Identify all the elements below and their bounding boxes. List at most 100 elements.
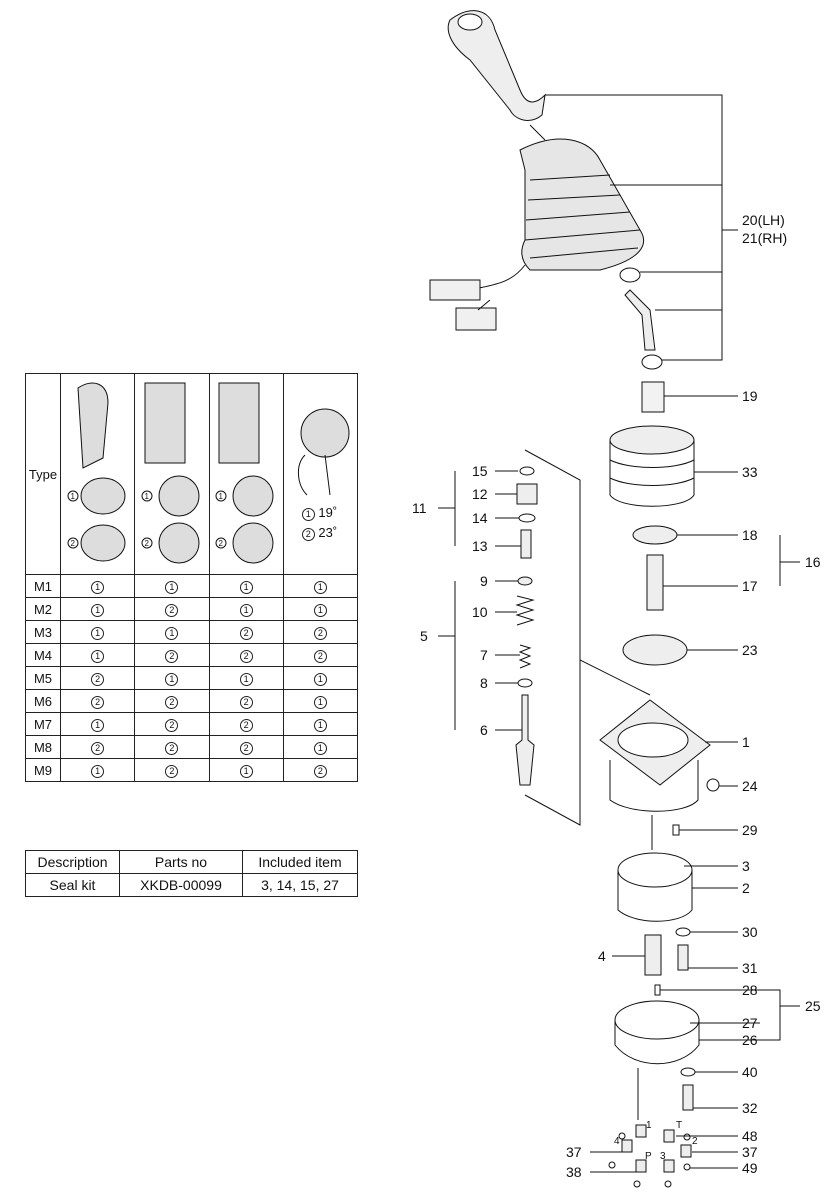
callout-40: 40 bbox=[742, 1064, 758, 1080]
callout-17: 17 bbox=[742, 578, 758, 594]
model-cell: M4 bbox=[25, 643, 61, 667]
callout-7: 7 bbox=[480, 647, 488, 663]
model-cell: M7 bbox=[25, 712, 61, 736]
angle-option-value-2: 23˚ bbox=[318, 525, 338, 540]
option-cell: 2 bbox=[134, 735, 210, 759]
callout-27: 27 bbox=[742, 1015, 758, 1031]
callout-21: 21(RH) bbox=[742, 230, 787, 246]
option-number: 2 bbox=[165, 742, 179, 755]
option-number: 2 bbox=[239, 742, 253, 755]
callout-4: 4 bbox=[598, 948, 606, 964]
option-number: 1 bbox=[313, 742, 327, 755]
callout-14: 14 bbox=[472, 510, 488, 526]
body-1-drawing bbox=[599, 699, 720, 812]
option-number: 1 bbox=[239, 673, 253, 686]
option-cell: 2 bbox=[282, 643, 359, 667]
callout-32: 32 bbox=[742, 1100, 758, 1116]
seal-header-included: Included item bbox=[242, 850, 358, 874]
connector-option-icon-1: 1 2 bbox=[141, 382, 200, 563]
port-label-p: P bbox=[645, 1151, 652, 1162]
bolt-32-drawing bbox=[682, 1084, 694, 1111]
bushing-4-drawing bbox=[644, 934, 662, 976]
port-label-4: 4 bbox=[614, 1136, 620, 1147]
type-connector-image-cell-1: 1 2 bbox=[134, 373, 210, 575]
option-cell: 2 bbox=[59, 689, 136, 713]
callout-25: 25 bbox=[805, 998, 821, 1014]
model-cell: M8 bbox=[25, 735, 61, 759]
option-cell: 1 bbox=[208, 597, 284, 621]
callout-labels: 20(LH) 21(RH) 19 33 18 16 17 23 1 24 29 … bbox=[412, 212, 821, 1180]
seal-cell-parts-no: XKDB-00099 bbox=[119, 873, 243, 897]
option-cell: 1 bbox=[59, 712, 136, 736]
callout-37-left: 37 bbox=[566, 1144, 582, 1160]
lower-nut-drawing bbox=[641, 354, 663, 370]
lever-angle-icon bbox=[298, 408, 350, 496]
disc-23-drawing bbox=[622, 634, 688, 666]
option-number: 2 bbox=[239, 719, 253, 732]
option-cell: 2 bbox=[282, 758, 359, 782]
seal-table-row: Seal kit XKDB-00099 3, 14, 15, 27 bbox=[25, 873, 358, 897]
option-cell: 1 bbox=[208, 574, 284, 598]
option-number: 2 bbox=[239, 696, 253, 709]
model-cell: M9 bbox=[25, 758, 61, 782]
seal-kit-table: Description Parts no Included item Seal … bbox=[25, 850, 358, 897]
option-cell: 1 bbox=[282, 735, 359, 759]
callout-30: 30 bbox=[742, 924, 758, 940]
spring-7-drawing bbox=[518, 644, 532, 669]
option-number: 1 bbox=[91, 627, 105, 640]
seal-table-header-row: Description Parts no Included item bbox=[25, 850, 358, 874]
option-cell: 2 bbox=[59, 735, 136, 759]
option-cell: 1 bbox=[134, 666, 210, 690]
callout-23: 23 bbox=[742, 642, 758, 658]
option-cell: 1 bbox=[59, 643, 136, 667]
bellows-33-drawing bbox=[609, 425, 695, 507]
svg-text:1: 1 bbox=[219, 492, 224, 501]
type-angle-cell: 1 19˚ 2 23˚ bbox=[282, 373, 359, 575]
callout-29: 29 bbox=[742, 822, 758, 838]
option-number: 1 bbox=[239, 604, 253, 617]
option-number: 1 bbox=[313, 696, 327, 709]
plate-18-drawing bbox=[632, 525, 678, 545]
option-number: 2 bbox=[165, 765, 179, 778]
option-cell: 2 bbox=[134, 597, 210, 621]
option-number: 1 bbox=[91, 719, 105, 732]
plug-12-drawing bbox=[516, 483, 538, 505]
option-number: 2 bbox=[165, 650, 179, 663]
callout-3: 3 bbox=[742, 858, 750, 874]
callout-12: 12 bbox=[472, 486, 488, 502]
option-number: 2 bbox=[165, 604, 179, 617]
option-number: 2 bbox=[313, 627, 327, 640]
option-number: 1 bbox=[165, 673, 179, 686]
option-cell: 1 bbox=[282, 689, 359, 713]
option-cell: 2 bbox=[208, 735, 284, 759]
option-cell: 1 bbox=[282, 666, 359, 690]
leader-lines bbox=[438, 94, 800, 1173]
callout-1: 1 bbox=[742, 734, 750, 750]
svg-text:1: 1 bbox=[144, 492, 149, 501]
seal-header-description: Description bbox=[25, 850, 120, 874]
callout-37-right: 37 bbox=[742, 1144, 758, 1160]
joint-17-drawing bbox=[646, 554, 664, 611]
port-label-1: 1 bbox=[646, 1120, 652, 1131]
seal-cell-included: 3, 14, 15, 27 bbox=[242, 873, 358, 897]
angle-option-num-2: 2 bbox=[301, 528, 315, 541]
type-connector-image-cell-2: 1 2 bbox=[208, 373, 284, 575]
option-cell: 2 bbox=[134, 712, 210, 736]
coupling-19-drawing bbox=[641, 381, 665, 413]
oring-30-drawing bbox=[675, 927, 691, 937]
model-cell: M6 bbox=[25, 689, 61, 713]
port-fittings-drawing bbox=[608, 1124, 692, 1188]
connector-option-icon-2: 1 2 bbox=[215, 382, 274, 563]
bolt-31-drawing bbox=[677, 944, 689, 971]
spring-10-drawing bbox=[515, 595, 535, 626]
option-number: 1 bbox=[313, 719, 327, 732]
option-number: 1 bbox=[165, 581, 179, 594]
option-number: 2 bbox=[91, 673, 105, 686]
push-rod-6-drawing bbox=[515, 694, 535, 786]
option-cell: 2 bbox=[134, 643, 210, 667]
option-cell: 2 bbox=[208, 643, 284, 667]
option-cell: 1 bbox=[59, 758, 136, 782]
